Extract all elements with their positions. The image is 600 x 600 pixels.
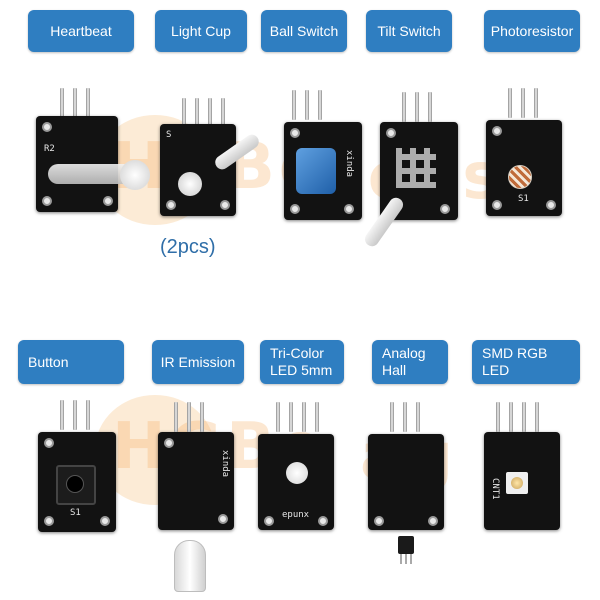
mount-hole — [42, 122, 52, 132]
header-pins — [292, 90, 322, 120]
led — [178, 172, 202, 196]
pcb-silkscreen: S1 — [518, 194, 529, 204]
mount-hole — [440, 204, 450, 214]
module-label-photoresistor: Photoresistor — [484, 10, 580, 52]
module-label-tilt-switch: Tilt Switch — [366, 10, 452, 52]
header-pins — [60, 400, 90, 430]
smd-rgb-led-dome — [511, 477, 523, 489]
header-pins — [390, 402, 420, 432]
mount-hole — [100, 516, 110, 526]
mount-hole — [492, 200, 502, 210]
pcb-board — [158, 432, 234, 530]
pcb-silkscreen: S1 — [70, 508, 81, 518]
header-pins — [402, 92, 432, 122]
ir-led-photodiode — [120, 160, 150, 190]
tactile-button-cap — [66, 475, 84, 493]
pcb-silkscreen: xinda — [344, 150, 354, 178]
module-label-analog-hall: Analog Hall — [372, 340, 448, 384]
pcb-silkscreen: S — [166, 130, 172, 140]
header-pins — [174, 402, 204, 432]
rgb-led — [286, 462, 308, 484]
module-label-light-cup: Light Cup — [155, 10, 247, 52]
hall-sensor — [398, 536, 414, 554]
pcb-silkscreen: xinda — [220, 450, 230, 478]
ball-tilt-switch — [296, 148, 336, 194]
module-label-ball-switch: Ball Switch — [261, 10, 347, 52]
pcb-silkscreen: CNT1 — [490, 478, 500, 500]
mount-hole — [218, 514, 228, 524]
header-pins — [182, 98, 225, 128]
mount-hole — [374, 516, 384, 526]
mount-hole — [264, 516, 274, 526]
mount-hole — [164, 438, 174, 448]
mount-hole — [44, 516, 54, 526]
pcb-silkscreen: R2 — [44, 144, 55, 154]
header-pins — [496, 402, 539, 432]
ldr — [508, 165, 532, 189]
mount-hole — [42, 196, 52, 206]
mount-hole — [290, 204, 300, 214]
mount-hole — [44, 438, 54, 448]
header-pins — [276, 402, 319, 432]
module-label-button: Button — [18, 340, 124, 384]
module-label-smd-rgb-led: SMD RGB LED — [472, 340, 580, 384]
ir-led — [174, 540, 206, 592]
mount-hole — [344, 204, 354, 214]
mount-hole — [428, 516, 438, 526]
pad-grid — [396, 148, 436, 188]
module-label-tri-color-led: Tri-Color LED 5mm — [260, 340, 344, 384]
quantity-note: (2pcs) — [160, 236, 216, 258]
module-label-heartbeat: Heartbeat — [28, 10, 134, 52]
header-pins — [508, 88, 538, 118]
pcb-board — [368, 434, 444, 530]
mount-hole — [546, 200, 556, 210]
mount-hole — [220, 200, 230, 210]
mount-hole — [103, 196, 113, 206]
mount-hole — [386, 128, 396, 138]
mount-hole — [166, 200, 176, 210]
mount-hole — [318, 516, 328, 526]
hall-sensor-leads — [400, 554, 412, 564]
header-pins — [60, 88, 90, 118]
pcb-silkscreen: epunx — [282, 510, 310, 520]
mount-hole — [492, 126, 502, 136]
mount-hole — [290, 128, 300, 138]
module-label-ir-emission: IR Emission — [152, 340, 244, 384]
